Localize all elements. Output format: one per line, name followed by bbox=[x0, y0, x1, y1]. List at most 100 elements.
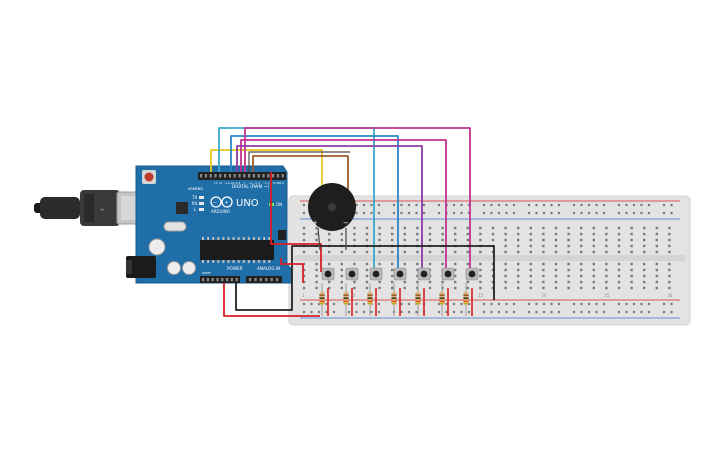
rail-hole[interactable] bbox=[482, 302, 486, 306]
breadboard-hole[interactable] bbox=[668, 250, 671, 254]
wire-magenta-button-6[interactable] bbox=[240, 139, 447, 272]
breadboard-hole[interactable] bbox=[479, 268, 482, 272]
breadboard-hole[interactable] bbox=[617, 250, 621, 254]
breadboard-hole[interactable] bbox=[441, 250, 444, 254]
rail-hole[interactable] bbox=[460, 211, 463, 215]
breadboard-hole[interactable] bbox=[668, 274, 671, 278]
breadboard-hole[interactable] bbox=[416, 268, 419, 272]
rail-hole[interactable] bbox=[512, 211, 516, 215]
rail-hole[interactable] bbox=[602, 211, 606, 215]
breadboard-hole[interactable] bbox=[592, 262, 595, 266]
rail-hole[interactable] bbox=[512, 302, 516, 306]
rail-hole[interactable] bbox=[625, 310, 628, 314]
breadboard-hole[interactable] bbox=[504, 280, 507, 284]
breadboard-hole[interactable] bbox=[567, 250, 570, 254]
breadboard-hole[interactable] bbox=[529, 280, 532, 284]
breadboard-hole[interactable] bbox=[328, 262, 331, 266]
breadboard-hole[interactable] bbox=[302, 280, 306, 284]
breadboard-hole[interactable] bbox=[504, 286, 507, 290]
breadboard-hole[interactable] bbox=[491, 238, 495, 242]
rail-hole[interactable] bbox=[580, 203, 583, 207]
breadboard-hole[interactable] bbox=[454, 250, 457, 254]
breadboard-hole[interactable] bbox=[353, 238, 356, 242]
breadboard-hole[interactable] bbox=[655, 268, 658, 272]
breadboard-hole[interactable] bbox=[353, 226, 356, 230]
rail-hole[interactable] bbox=[467, 203, 471, 207]
breadboard-hole[interactable] bbox=[466, 232, 469, 236]
header-pin[interactable] bbox=[276, 174, 279, 178]
breadboard-hole[interactable] bbox=[617, 226, 621, 230]
breadboard-hole[interactable] bbox=[554, 250, 558, 254]
breadboard-hole[interactable] bbox=[668, 238, 671, 242]
breadboard-hole[interactable] bbox=[655, 286, 658, 290]
push-button-cap[interactable] bbox=[468, 270, 476, 278]
breadboard-hole[interactable] bbox=[668, 262, 671, 266]
rail-hole[interactable] bbox=[490, 310, 493, 314]
breadboard-hole[interactable] bbox=[428, 286, 432, 290]
breadboard-hole[interactable] bbox=[416, 262, 419, 266]
breadboard-hole[interactable] bbox=[592, 226, 595, 230]
breadboard-hole[interactable] bbox=[353, 262, 356, 266]
rail-hole[interactable] bbox=[670, 203, 673, 207]
breadboard-hole[interactable] bbox=[655, 244, 658, 248]
rail-hole[interactable] bbox=[602, 310, 606, 314]
rail-hole[interactable] bbox=[355, 211, 358, 215]
analog-pin[interactable] bbox=[276, 278, 279, 282]
breadboard-hole[interactable] bbox=[567, 274, 570, 278]
rail-hole[interactable] bbox=[400, 203, 403, 207]
breadboard-hole[interactable] bbox=[542, 262, 545, 266]
breadboard-hole[interactable] bbox=[643, 238, 646, 242]
rail-hole[interactable] bbox=[400, 302, 403, 306]
breadboard-hole[interactable] bbox=[643, 286, 646, 290]
analog-pin[interactable] bbox=[270, 278, 273, 282]
breadboard-hole[interactable] bbox=[491, 274, 495, 278]
rail-hole[interactable] bbox=[640, 310, 643, 314]
breadboard-hole[interactable] bbox=[315, 280, 318, 284]
breadboard-hole[interactable] bbox=[517, 232, 520, 236]
breadboard-hole[interactable] bbox=[504, 226, 507, 230]
breadboard-hole[interactable] bbox=[617, 238, 621, 242]
rail-hole[interactable] bbox=[377, 302, 381, 306]
breadboard-hole[interactable] bbox=[655, 226, 658, 230]
breadboard-hole[interactable] bbox=[529, 286, 532, 290]
breadboard-hole[interactable] bbox=[365, 232, 369, 236]
rail-hole[interactable] bbox=[437, 302, 441, 306]
breadboard-hole[interactable] bbox=[302, 232, 306, 236]
power-pin[interactable] bbox=[235, 278, 238, 282]
breadboard-hole[interactable] bbox=[655, 274, 658, 278]
breadboard-hole[interactable] bbox=[592, 250, 595, 254]
rail-hole[interactable] bbox=[557, 203, 561, 207]
rail-hole[interactable] bbox=[497, 302, 501, 306]
rail-hole[interactable] bbox=[595, 211, 598, 215]
rail-hole[interactable] bbox=[640, 211, 643, 215]
breadboard-hole[interactable] bbox=[542, 280, 545, 284]
breadboard-hole[interactable] bbox=[416, 238, 419, 242]
rail-hole[interactable] bbox=[310, 302, 313, 306]
breadboard-hole[interactable] bbox=[529, 226, 532, 230]
breadboard-hole[interactable] bbox=[567, 262, 570, 266]
rail-hole[interactable] bbox=[632, 302, 636, 306]
breadboard-hole[interactable] bbox=[340, 232, 343, 236]
rail-hole[interactable] bbox=[670, 302, 673, 306]
breadboard-hole[interactable] bbox=[554, 274, 558, 278]
breadboard-hole[interactable] bbox=[580, 244, 583, 248]
breadboard-hole[interactable] bbox=[491, 286, 495, 290]
rail-hole[interactable] bbox=[452, 211, 456, 215]
rail-hole[interactable] bbox=[467, 310, 471, 314]
breadboard-hole[interactable] bbox=[580, 232, 583, 236]
rail-hole[interactable] bbox=[647, 211, 651, 215]
rail-hole[interactable] bbox=[347, 302, 351, 306]
rail-hole[interactable] bbox=[550, 211, 553, 215]
breadboard-hole[interactable] bbox=[302, 274, 306, 278]
breadboard-hole[interactable] bbox=[630, 244, 633, 248]
rail-hole[interactable] bbox=[355, 302, 358, 306]
wire-red-5v[interactable] bbox=[223, 283, 320, 317]
rail-hole[interactable] bbox=[437, 203, 441, 207]
breadboard-hole[interactable] bbox=[617, 280, 621, 284]
rail-hole[interactable] bbox=[580, 211, 583, 215]
breadboard-hole[interactable] bbox=[315, 286, 318, 290]
breadboard-hole[interactable] bbox=[328, 238, 331, 242]
breadboard-hole[interactable] bbox=[504, 238, 507, 242]
rail-hole[interactable] bbox=[422, 211, 426, 215]
breadboard-hole[interactable] bbox=[328, 232, 331, 236]
